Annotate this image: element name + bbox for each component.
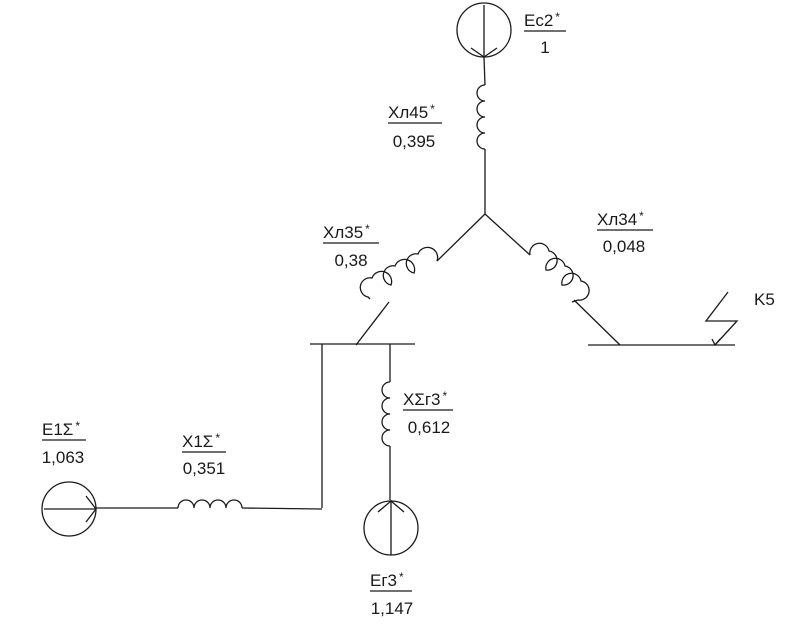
label-xg3-name: XΣг3: [403, 390, 441, 409]
coil-x1: [177, 499, 243, 509]
svg-text:Xл34*: Xл34*: [597, 209, 644, 229]
wire-ec2-down: [483, 56, 486, 86]
label-xl45-name: Xл45: [388, 103, 428, 122]
label-e1-name: E1Σ: [42, 420, 73, 439]
label-e1-value: 1,063: [42, 448, 85, 467]
label-eg3-star: *: [399, 570, 404, 584]
label-xl35: Xл35* 0,38: [323, 222, 379, 270]
source-ec2: [456, 2, 512, 58]
label-xl45-star: *: [430, 102, 435, 116]
wire-node-to-xl35: [436, 213, 486, 262]
label-xl45-value: 0,395: [393, 132, 436, 151]
wire-xl35-to-bus: [355, 301, 390, 346]
fault-arrow-icon: [711, 338, 721, 347]
svg-text:Xл35*: Xл35*: [323, 222, 370, 242]
wire-x1-to-bus: [241, 507, 323, 510]
label-ec2: Ec2* 1: [524, 10, 566, 57]
label-xl35-value: 0,38: [334, 251, 367, 270]
label-xg3-value: 0,612: [408, 418, 451, 437]
coil-xl34: [529, 242, 590, 303]
label-xg3: XΣг3* 0,612: [403, 389, 453, 437]
label-xl35-name: Xл35: [323, 223, 363, 242]
label-eg3-value: 1,147: [371, 599, 414, 618]
svg-text:X1Σ*: X1Σ*: [182, 431, 220, 451]
wire-xl34-to-bus: [573, 299, 621, 346]
coil-xl45: [476, 84, 486, 150]
svg-text:Xл45*: Xл45*: [388, 102, 435, 122]
label-x1-name: X1Σ: [182, 432, 213, 451]
source-e1: [41, 481, 97, 537]
label-x1-value: 0,351: [183, 459, 226, 478]
label-xg3-star: *: [443, 389, 448, 403]
label-xl45: Xл45* 0,395: [388, 102, 442, 151]
label-eg3: Eг3* 1,147: [370, 570, 413, 618]
label-xl34-name: Xл34: [597, 210, 637, 229]
label-ec2-star: *: [555, 10, 560, 24]
label-xl34: Xл34* 0,048: [597, 209, 653, 256]
label-e1: E1Σ* 1,063: [42, 419, 86, 467]
svg-text:Ec2*: Ec2*: [524, 10, 560, 30]
source-eg3: [363, 500, 419, 556]
label-xl34-value: 0,048: [603, 237, 646, 256]
fault-lightning-icon: [704, 291, 739, 346]
label-k5: K5: [754, 290, 775, 309]
coil-xg3: [381, 381, 391, 447]
svg-text:XΣг3*: XΣг3*: [403, 389, 448, 409]
label-ec2-name: Ec2: [524, 11, 553, 30]
label-xl35-star: *: [365, 222, 370, 236]
label-ec2-value: 1: [540, 38, 549, 57]
svg-text:Eг3*: Eг3*: [370, 570, 404, 590]
coil-xl35: [359, 246, 439, 300]
source-e1-arrow-head: [85, 495, 97, 523]
wire-node-to-xl34: [484, 213, 531, 256]
source-eg3-arrow-head: [377, 500, 405, 513]
label-x1-star: *: [215, 431, 220, 445]
label-x1: X1Σ* 0,351: [182, 431, 226, 478]
label-eg3-name: Eг3: [370, 571, 397, 590]
label-xl34-star: *: [639, 209, 644, 223]
svg-text:E1Σ*: E1Σ*: [42, 419, 80, 439]
label-e1-star: *: [75, 419, 80, 433]
